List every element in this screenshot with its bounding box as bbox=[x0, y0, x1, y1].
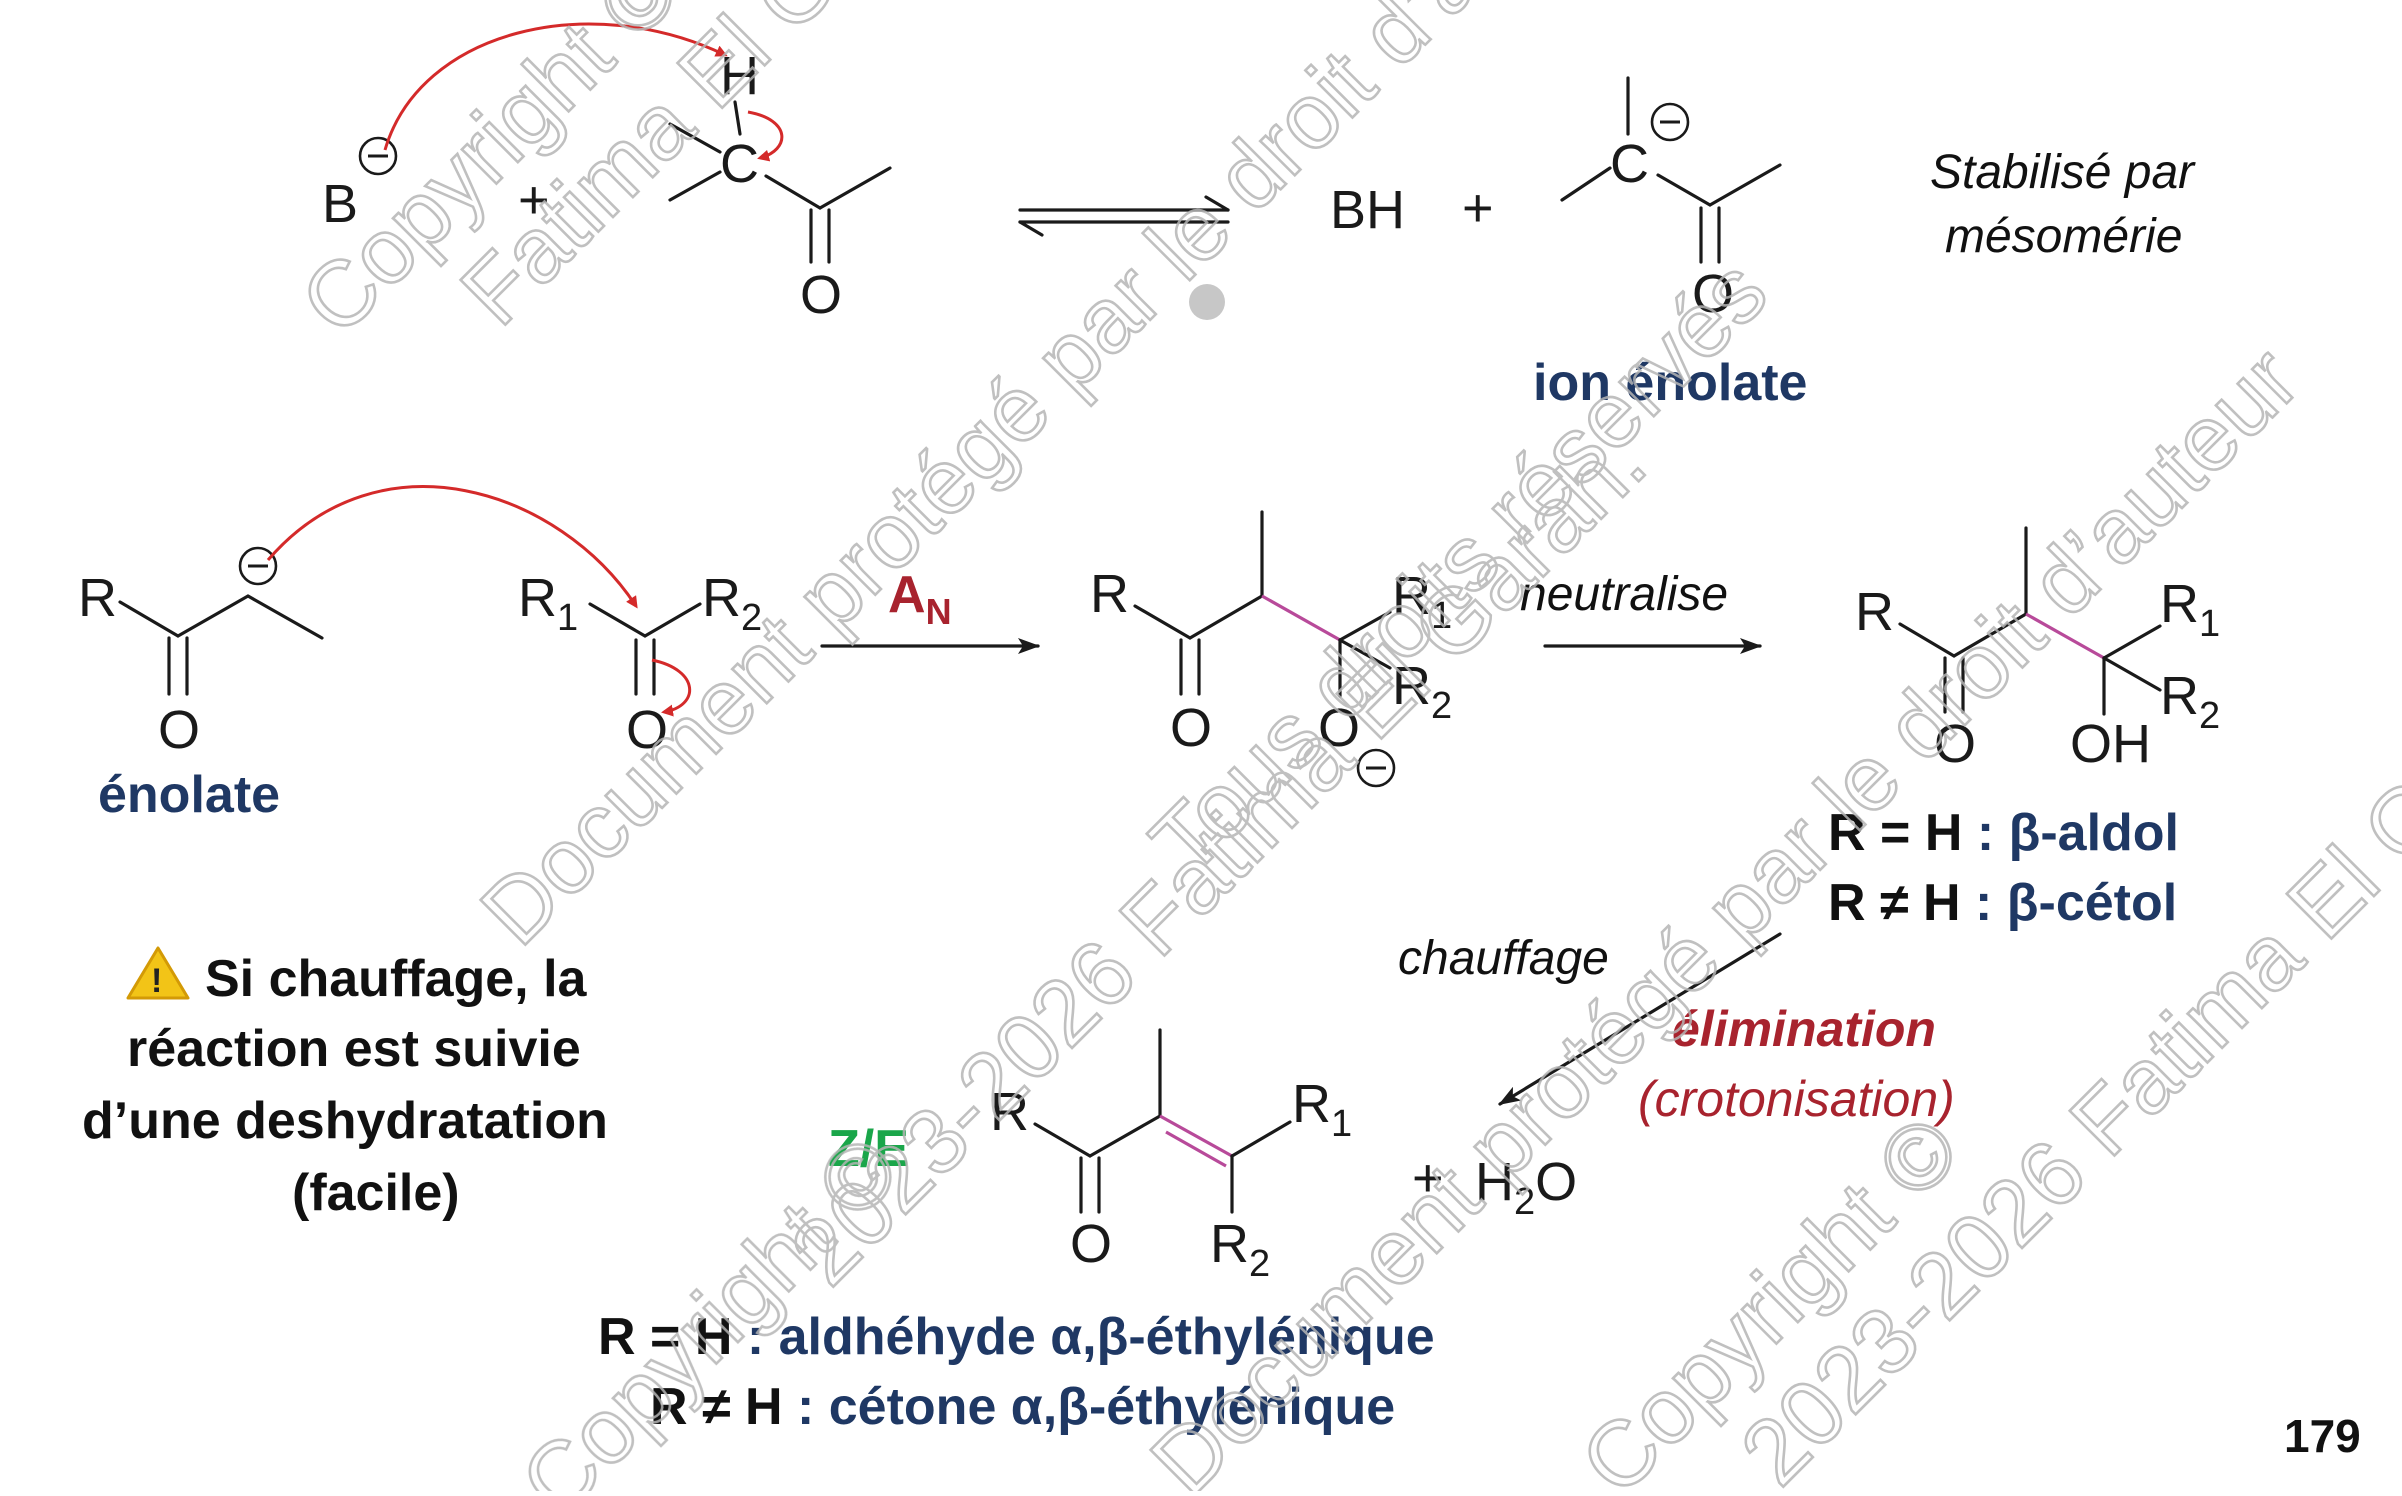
curved-arrow-icon bbox=[651, 658, 691, 717]
minus-charge-icon bbox=[1650, 102, 1690, 142]
bond bbox=[643, 602, 702, 638]
mesomerie-label: mésomérie bbox=[1945, 210, 2182, 263]
bond bbox=[1033, 1122, 1092, 1158]
r-group-label: R bbox=[78, 568, 117, 628]
minus-charge-icon bbox=[358, 136, 398, 176]
r1-group-label: R1 bbox=[1392, 566, 1452, 637]
cc-double-bond bbox=[1159, 1114, 1233, 1158]
bond bbox=[1338, 638, 1392, 670]
bond bbox=[1952, 612, 2028, 658]
r2-group-label: R2 bbox=[702, 568, 762, 639]
final-condition-aldehyde: R = H : aldhéhyde α,β-éthylénique bbox=[598, 1308, 1435, 1366]
r-group-label: R bbox=[990, 1082, 1029, 1142]
bond bbox=[1188, 594, 1264, 640]
bond bbox=[1338, 610, 1392, 642]
r-group-label: R bbox=[1090, 564, 1129, 624]
r2-group-label: R2 bbox=[2160, 666, 2220, 737]
warning-text-line-2: réaction est suivie bbox=[127, 1020, 581, 1078]
warning-icon: ! bbox=[126, 946, 190, 1000]
bond bbox=[818, 166, 892, 210]
alkoxide-oxygen-atom: O bbox=[1318, 698, 1360, 758]
equilibrium-arrow-icon bbox=[1018, 195, 1230, 237]
oxygen-atom: O bbox=[1170, 698, 1212, 758]
oxygen-atom: O bbox=[626, 700, 668, 760]
oxygen-atom: O bbox=[800, 265, 842, 325]
minus-charge-icon bbox=[1356, 748, 1396, 788]
bond bbox=[176, 594, 250, 638]
an-label: AN bbox=[888, 566, 952, 632]
bond bbox=[1133, 604, 1192, 640]
warning-text-line-3: d’une deshydratation bbox=[82, 1092, 608, 1150]
warning-text-line-4: (facile) bbox=[292, 1164, 460, 1222]
base-atom: B bbox=[322, 174, 358, 234]
warning-text-line-1: Si chauffage, la bbox=[205, 950, 588, 1008]
bond bbox=[1708, 163, 1782, 207]
oxygen-atom: O bbox=[1934, 714, 1976, 774]
hydroxyl-label: OH bbox=[2070, 714, 2151, 774]
page-number: 179 bbox=[2284, 1410, 2361, 1462]
r1-group-label: R1 bbox=[518, 568, 578, 639]
cc-double-bond bbox=[1165, 1130, 1227, 1168]
bond bbox=[1656, 173, 1712, 207]
plus-sign: + bbox=[1412, 1148, 1444, 1208]
enolate-carbon-atom: C bbox=[1610, 134, 1649, 194]
new-cc-bond bbox=[1261, 594, 1341, 642]
reaction-1-deprotonation: B + H C O BH + C bbox=[322, 22, 2196, 412]
cetol-condition: R ≠ H : β-cétol bbox=[1828, 874, 2177, 932]
curved-arrow-icon bbox=[383, 22, 728, 151]
stabilise-label: Stabilisé par bbox=[1930, 146, 2196, 199]
curved-arrow-icon bbox=[266, 485, 638, 609]
neutralise-label: neutralise bbox=[1520, 568, 1728, 621]
crotonisation-label: (crotonisation) bbox=[1638, 1071, 1955, 1127]
oxygen-atom: O bbox=[158, 700, 200, 760]
bond bbox=[1898, 622, 1956, 658]
bh-product: BH bbox=[1330, 180, 1405, 240]
bond bbox=[1560, 166, 1612, 202]
bond bbox=[1088, 1114, 1162, 1158]
bond bbox=[668, 122, 722, 154]
bond bbox=[2102, 624, 2162, 660]
plus-sign: + bbox=[518, 170, 550, 230]
bond bbox=[764, 174, 822, 210]
c-h-bond bbox=[733, 100, 742, 136]
aldol-condition: R = H : β-aldol bbox=[1828, 804, 2179, 862]
r2-group-label: R2 bbox=[1210, 1214, 1270, 1285]
enolate-oxygen-atom: O bbox=[1692, 264, 1734, 324]
r1-group-label: R1 bbox=[2160, 574, 2220, 645]
water-label: H2O bbox=[1475, 1152, 1577, 1223]
enolate-label: énolate bbox=[98, 766, 280, 824]
bond bbox=[2102, 656, 2162, 692]
reaction-arrow-icon bbox=[1498, 932, 1782, 1106]
bullet-dot bbox=[1189, 284, 1225, 320]
bond bbox=[118, 600, 180, 638]
bond bbox=[588, 602, 647, 638]
oxygen-atom: O bbox=[1070, 1214, 1112, 1274]
reaction-3-crotonisation: ! Si chauffage, la réaction est suivie d… bbox=[82, 932, 1955, 1436]
bond bbox=[246, 594, 324, 640]
final-condition-ketone: R ≠ H : cétone α,β-éthylénique bbox=[650, 1378, 1395, 1436]
new-cc-bond bbox=[2025, 612, 2105, 660]
plus-sign: + bbox=[1462, 178, 1494, 238]
r-group-label: R bbox=[1855, 582, 1894, 642]
svg-text:!: ! bbox=[151, 962, 162, 1000]
carbon-atom: C bbox=[720, 134, 759, 194]
ion-enolate-label: ion énolate bbox=[1533, 354, 1807, 412]
r1-group-label: R1 bbox=[1292, 1074, 1352, 1145]
elimination-label: élimination bbox=[1672, 1001, 1936, 1057]
bond bbox=[1230, 1120, 1292, 1158]
minus-charge-icon bbox=[238, 546, 278, 586]
ze-isomer-label: Z/E bbox=[828, 1120, 909, 1178]
chauffage-label: chauffage bbox=[1398, 932, 1609, 985]
reaction-2-aldol-addition: R O énolate R1 R2 O AN R bbox=[78, 485, 2220, 932]
r2-group-label: R2 bbox=[1392, 656, 1452, 727]
curved-arrow-icon bbox=[747, 110, 784, 162]
bond bbox=[668, 170, 722, 202]
